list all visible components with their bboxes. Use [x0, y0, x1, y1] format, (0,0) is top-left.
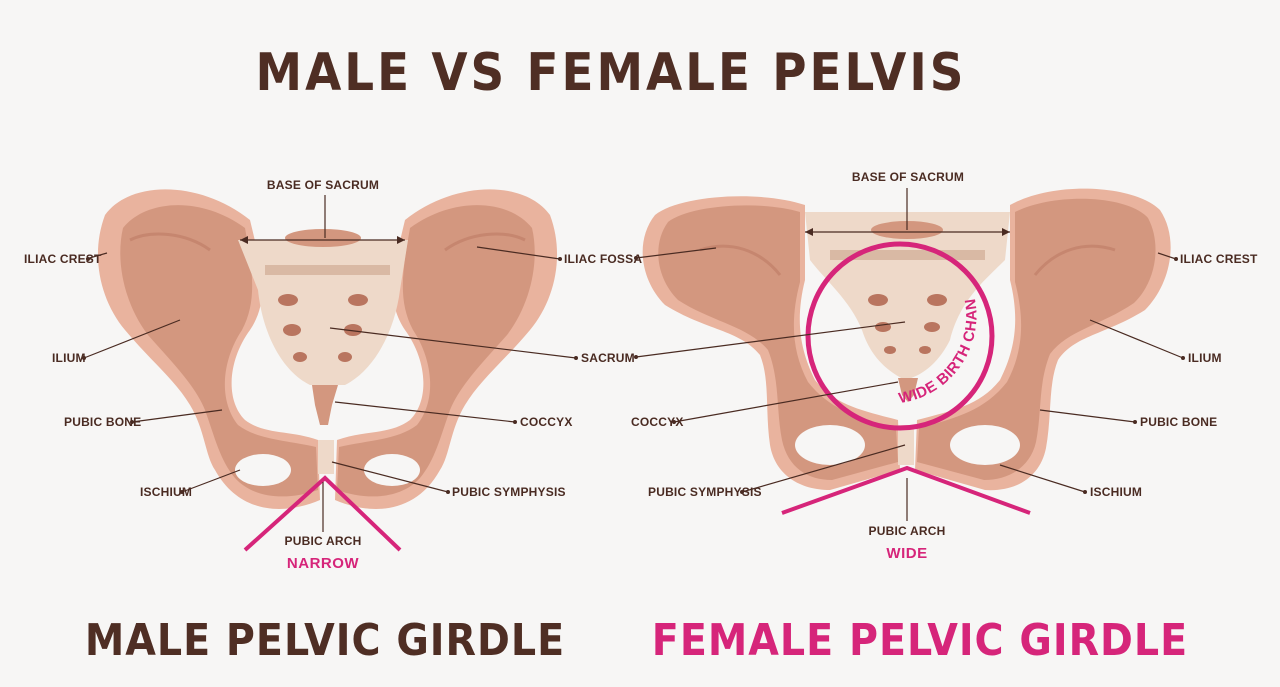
male-pubic-arch-line [243, 475, 402, 552]
male-label-iliac-fossa: ILIAC FOSSA [564, 252, 642, 266]
male-label-pubic-arch: PUBIC ARCH [285, 534, 362, 548]
female-arch-type: WIDE [886, 545, 927, 562]
male-label-coccyx: COCCYX [520, 415, 573, 429]
female-birth-canal-ring [805, 241, 995, 431]
female-label-ilium: ILIUM [1188, 351, 1222, 365]
female-label-base-of-sacrum: BASE OF SACRUM [852, 170, 964, 184]
female-label-pubic-arch: PUBIC ARCH [869, 524, 946, 538]
female-label-iliac-crest: ILIAC CREST [1180, 252, 1258, 266]
male-label-iliac-crest: ILIAC CREST [24, 252, 102, 266]
female-pubic-arch-line [781, 465, 1031, 515]
male-sacrum [238, 240, 408, 385]
male-label-sacrum: SACRUM [581, 351, 635, 365]
male-label-pubic-symphysis: PUBIC SYMPHYSIS [452, 485, 566, 499]
male-labels: BASE OF SACRUM ILIAC CREST ILIAC FOSSA I… [24, 178, 642, 572]
page-title: MALE VS FEMALE PELVIS [256, 43, 967, 103]
male-label-pubic-bone: PUBIC BONE [64, 415, 141, 429]
male-caption: MALE PELVIC GIRDLE [85, 615, 565, 666]
female-coccyx [898, 378, 918, 402]
male-pubic-symphysis [318, 440, 334, 474]
male-label-base-of-sacrum: BASE OF SACRUM [267, 178, 379, 192]
female-labels: BASE OF SACRUM ILIAC CREST ILIAC FOSSA I… [631, 170, 1258, 562]
male-pelvis-illustration [97, 189, 558, 552]
female-label-ischium: ISCHIUM [1090, 485, 1142, 499]
female-caption: FEMALE PELVIC GIRDLE [652, 615, 1188, 666]
female-label-coccyx: COCCYX [631, 415, 684, 429]
female-label-pubic-symphysis: PUBIC SYMPHYSIS [648, 485, 762, 499]
male-label-ischium: ISCHIUM [140, 485, 192, 499]
male-arch-type: NARROW [287, 555, 359, 572]
male-coccyx [312, 385, 338, 425]
female-pubic-symphysis [898, 425, 914, 465]
male-label-ilium: ILIUM [52, 351, 86, 365]
female-label-pubic-bone: PUBIC BONE [1140, 415, 1217, 429]
